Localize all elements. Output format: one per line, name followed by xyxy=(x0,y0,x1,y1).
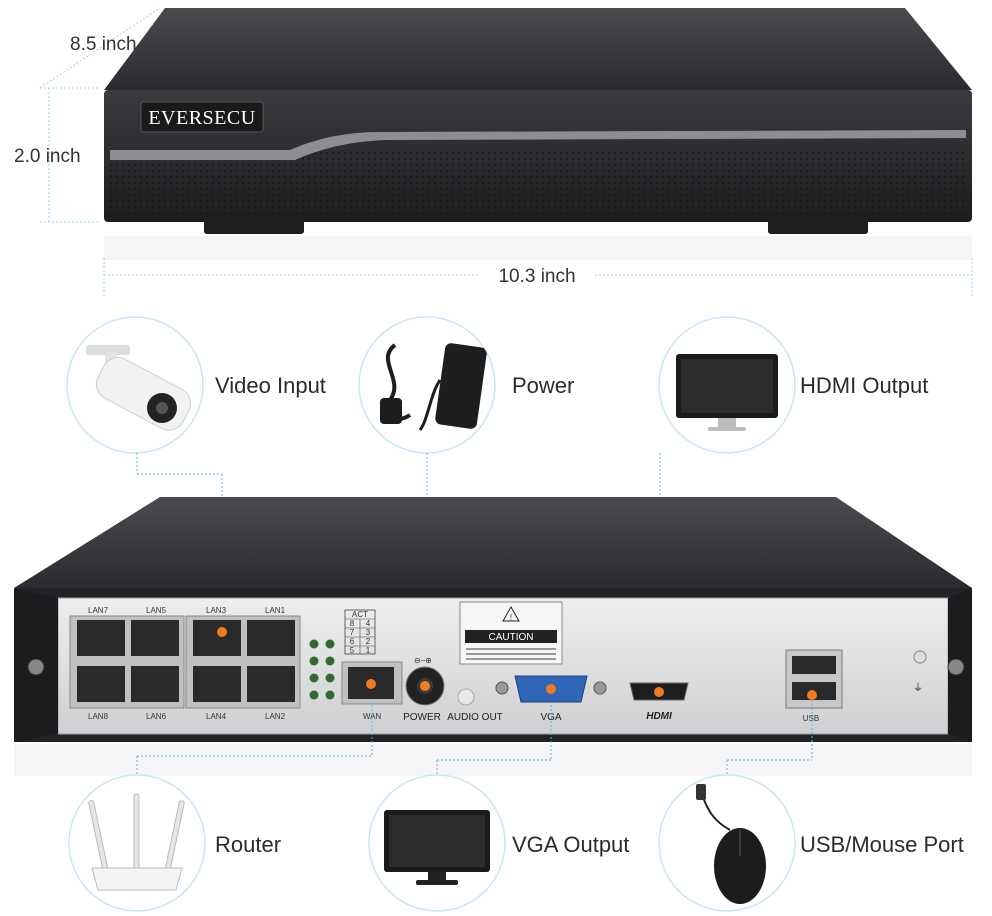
monitor-icon xyxy=(384,810,490,885)
wan-label: WAN xyxy=(363,712,382,721)
lan2-label: LAN2 xyxy=(265,712,286,721)
usb-label: USB xyxy=(803,714,819,723)
feature-router: Router xyxy=(68,705,373,912)
caution-label: CAUTION xyxy=(489,632,534,643)
act-number: 3 xyxy=(366,628,371,637)
mouse-icon xyxy=(696,784,766,904)
router-marker xyxy=(366,679,376,689)
caution-sticker: ! CAUTION xyxy=(459,601,563,665)
warning-icon: ! xyxy=(510,613,512,622)
feature-usb-mouse-port: USB/Mouse Port xyxy=(658,700,964,912)
video-input-label: Video Input xyxy=(215,373,326,398)
nvr-back-view: LAN7 LAN5 LAN3 LAN1 LAN8 LAN6 LAN4 LAN2 xyxy=(14,497,972,776)
hdmi-output-label: HDMI Output xyxy=(800,373,928,398)
audio-out-jack[interactable] xyxy=(457,688,475,706)
lan4-label: LAN4 xyxy=(206,712,227,721)
lan1-label: LAN1 xyxy=(265,606,286,615)
nvr-front-view: 8.5 inch 2.0 inch EVERSECU 10.3 inch xyxy=(14,7,973,296)
audio-out-label: AUDIO OUT xyxy=(447,712,503,723)
lan5-label: LAN5 xyxy=(146,606,167,615)
act-number: 2 xyxy=(366,637,371,646)
vga-port-group: VGA xyxy=(495,675,607,723)
act-number: 6 xyxy=(350,637,355,646)
height-label: 2.0 inch xyxy=(14,146,81,167)
lan3-port[interactable] xyxy=(193,620,241,656)
power-adapter-icon xyxy=(380,343,487,431)
lan8-port[interactable] xyxy=(77,666,125,702)
feature-power: Power xyxy=(358,316,574,680)
lan3-label: LAN3 xyxy=(206,606,227,615)
depth-dimension-line xyxy=(39,7,161,89)
lan7-label: LAN7 xyxy=(88,606,109,615)
lan1-port[interactable] xyxy=(247,620,295,656)
act-number: 8 xyxy=(350,619,355,628)
power-jack-group: ⊖–⊕ POWER xyxy=(403,656,445,723)
lan6-label: LAN6 xyxy=(146,712,167,721)
vga-output-label: VGA Output xyxy=(512,832,629,857)
lan6-port[interactable] xyxy=(131,666,179,702)
router-label: Router xyxy=(215,832,281,857)
hdmi-label: HDMI xyxy=(646,711,672,722)
lan4-port[interactable] xyxy=(193,666,241,702)
act-number: 1 xyxy=(366,646,371,655)
foot-right xyxy=(768,220,868,234)
act-number: 5 xyxy=(350,646,355,655)
lan5-port[interactable] xyxy=(131,620,179,656)
feature-video-input: Video Input xyxy=(66,316,326,628)
hdmi-port-group: HDMI xyxy=(629,682,689,722)
hdmi-marker xyxy=(654,687,664,697)
foot-left xyxy=(204,220,304,234)
width-label: 10.3 inch xyxy=(498,266,575,287)
audio-out-group: AUDIO OUT xyxy=(447,688,503,723)
chassis-top-back xyxy=(14,497,972,588)
lan7-port[interactable] xyxy=(77,620,125,656)
chassis-top xyxy=(104,8,972,90)
feature-vga-output: VGA Output xyxy=(368,705,629,912)
usb-mouse-port-label: USB/Mouse Port xyxy=(800,832,964,857)
front-trim xyxy=(110,130,966,160)
usb-marker xyxy=(807,690,817,700)
act-number: 4 xyxy=(366,619,371,628)
usb-port-group: USB xyxy=(785,649,843,723)
power-marker xyxy=(420,681,430,691)
brand-badge xyxy=(140,101,264,133)
act-label: ACT xyxy=(352,610,368,619)
monitor-icon xyxy=(676,354,778,431)
reflection xyxy=(104,236,972,260)
lan8-label: LAN8 xyxy=(88,712,109,721)
video-input-marker xyxy=(217,627,227,637)
ground-icon: ⏚ xyxy=(913,682,923,694)
act-table: ACT 8 4 7 3 6 2 5 1 xyxy=(344,609,376,655)
router-icon xyxy=(88,793,185,891)
wan-port-group: WAN xyxy=(341,661,403,721)
brand-logo: EVERSECU xyxy=(148,107,255,129)
usb-port-top[interactable] xyxy=(792,656,836,674)
lan2-port[interactable] xyxy=(247,666,295,702)
status-leds xyxy=(309,639,335,700)
power-label: Power xyxy=(512,373,574,398)
vga-marker xyxy=(546,684,556,694)
act-number: 7 xyxy=(350,628,355,637)
lan-ports: LAN7 LAN5 LAN3 LAN1 LAN8 LAN6 LAN4 LAN2 xyxy=(69,606,301,721)
vent-grille xyxy=(110,150,966,218)
camera-icon xyxy=(86,345,192,431)
power-label-port: POWER xyxy=(403,712,441,723)
power-symbol: ⊖–⊕ xyxy=(414,656,432,665)
depth-label: 8.5 inch xyxy=(70,34,137,55)
